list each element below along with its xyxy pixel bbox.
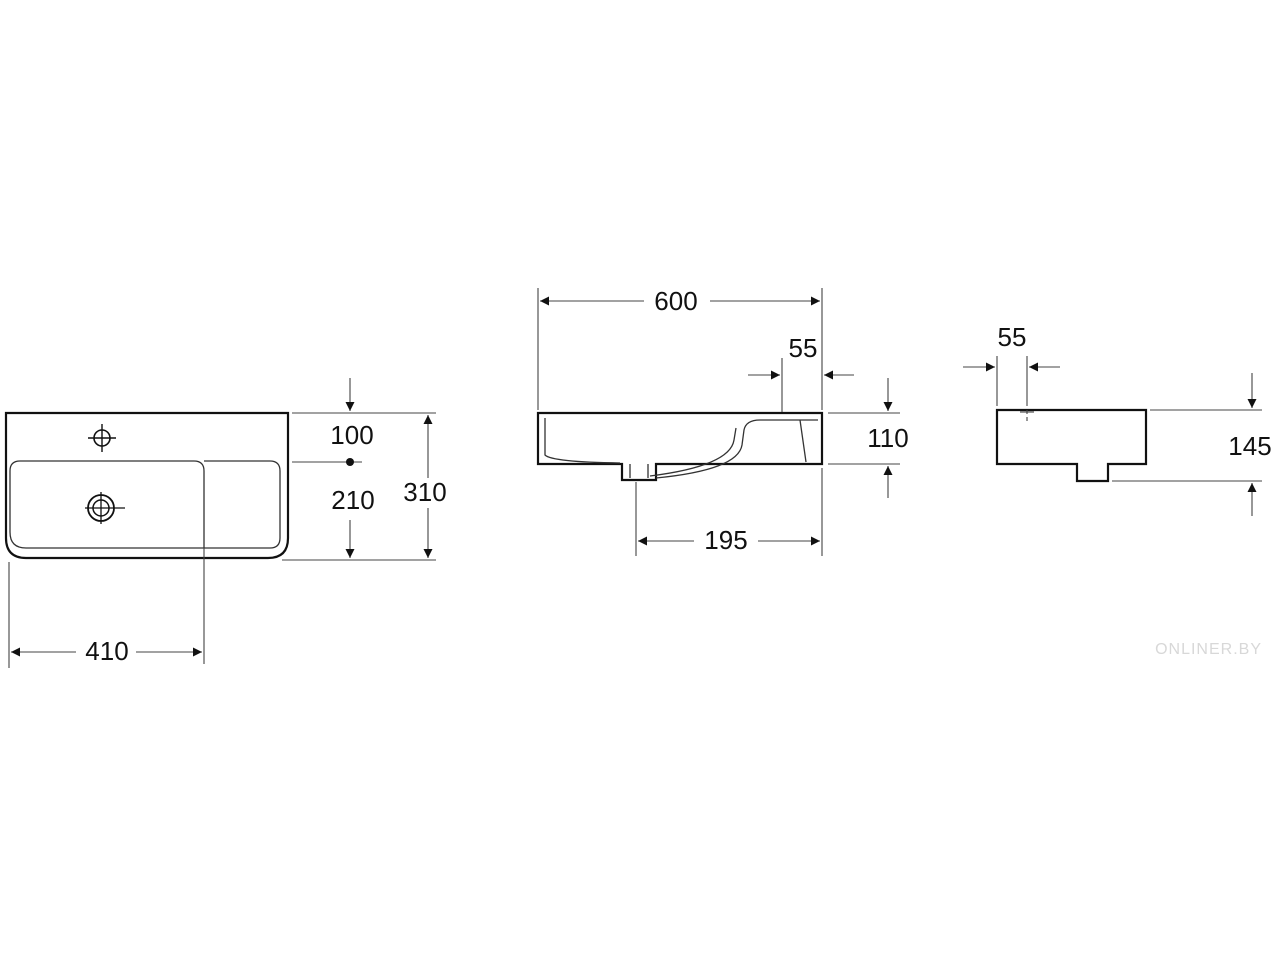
dim-tap-hole-offset: 100 (330, 420, 373, 450)
side-view: 55 145 (963, 322, 1272, 516)
top-view: 100 210 310 410 (4, 378, 447, 668)
dim-drain-position: 195 (704, 525, 747, 555)
top-view-basin (9, 460, 205, 549)
drain-icon (85, 492, 125, 524)
top-view-outline (4, 411, 290, 560)
watermark: ONLINER.BY (1155, 641, 1262, 658)
dimension-point (346, 458, 354, 466)
dim-side-height: 145 (1228, 431, 1271, 461)
dim-drain-offset: 210 (331, 485, 374, 515)
front-view-outline (536, 411, 824, 482)
front-view-overflow-channel (655, 419, 818, 479)
side-view-outline (995, 408, 1148, 483)
top-view-shelf (204, 460, 281, 549)
tap-hole-icon (88, 424, 116, 452)
front-view: 600 55 110 195 (536, 286, 909, 556)
dim-depth: 310 (403, 477, 446, 507)
front-view-bowl (544, 418, 621, 464)
dim-shelf-offset: 55 (789, 333, 818, 363)
dim-basin-width: 410 (85, 636, 128, 666)
dim-side-tap-hole-offset: 55 (998, 322, 1027, 352)
dim-total-width: 600 (654, 286, 697, 316)
dim-height: 110 (867, 423, 908, 453)
